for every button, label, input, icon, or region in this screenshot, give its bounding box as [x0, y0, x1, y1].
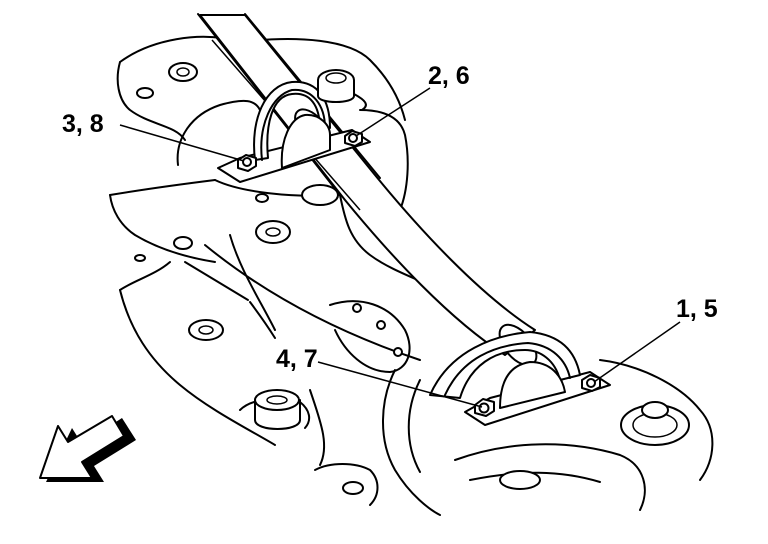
lower-right-frame: [314, 359, 714, 516]
crossmember: [109, 179, 441, 466]
leader-lines: [119, 87, 681, 408]
leader-line-4-7: [317, 361, 483, 408]
callout-2-6: 2, 6: [428, 62, 470, 90]
leader-line-3-8: [119, 124, 245, 162]
leader-line-2-6: [355, 87, 431, 137]
callout-4-7: 4, 7: [276, 345, 318, 373]
leader-line-1-5: [593, 321, 681, 383]
upper-stabilizer-bracket: [217, 69, 371, 183]
callout-3-8: 3, 8: [62, 110, 104, 138]
stabilizer-bar: [197, 13, 538, 367]
callout-1-5: 1, 5: [676, 295, 718, 323]
lower-stabilizer-bracket: [429, 331, 611, 426]
front-direction-arrow-icon: [39, 415, 136, 482]
upper-frame-rail: [116, 35, 409, 211]
frame-bushing: [254, 389, 301, 430]
